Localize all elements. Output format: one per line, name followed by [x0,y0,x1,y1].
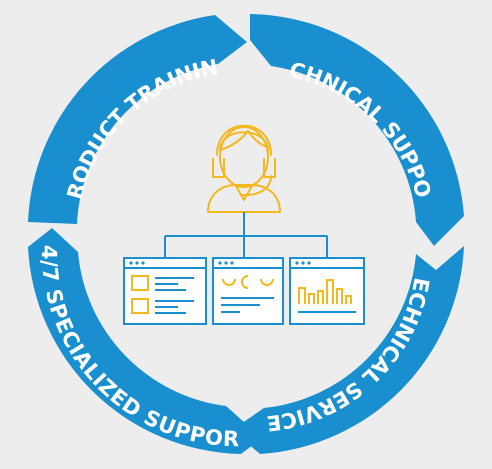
checklist-window-icon [123,257,207,325]
segment-technical-support-arrow [250,14,464,246]
connector-lines [164,212,328,258]
support-agent-icon [207,124,281,213]
bar-chart-window-icon [289,257,365,325]
dashboard-window-icon [212,257,284,325]
segment-product-training-arrow [28,15,247,224]
segment-specialized-support-arrow [28,228,262,454]
